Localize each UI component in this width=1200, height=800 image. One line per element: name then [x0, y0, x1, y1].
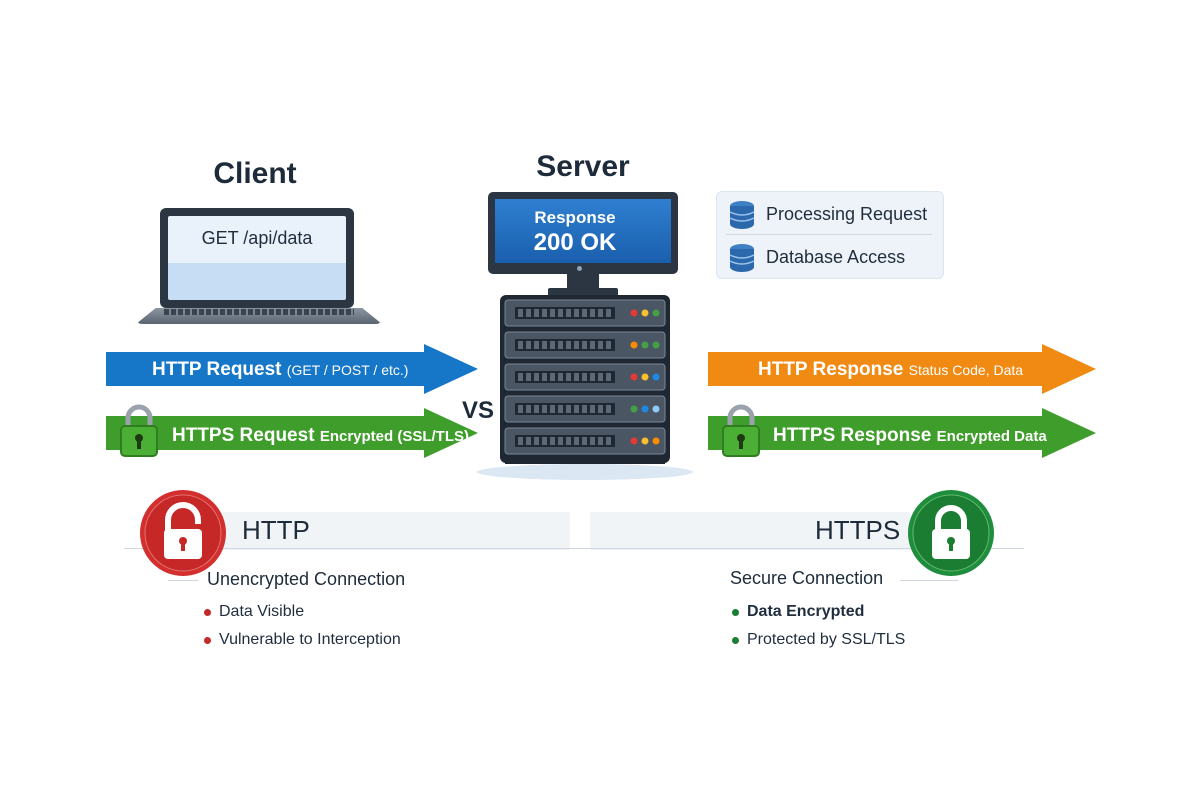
https-bullet: Protected by SSL/TLS: [732, 631, 905, 649]
unlocked-padlock-icon: [140, 490, 226, 576]
https-connection-title: Secure Connection: [730, 568, 884, 588]
info-item-processing: Processing Request: [766, 204, 928, 224]
http-connection-title: Unencrypted Connection: [207, 569, 406, 589]
padlock-icon: [120, 404, 158, 457]
arrow-shape: [708, 408, 1096, 458]
arrow-shape: [106, 408, 478, 458]
server-response-label: Response: [534, 208, 616, 227]
http-band: [200, 512, 570, 550]
https-request-label: HTTPS Request Encrypted (SSL/TLS): [172, 425, 469, 446]
https-label: HTTPS: [815, 515, 901, 545]
client-title: Client: [213, 157, 297, 190]
locked-padlock-icon: [908, 490, 994, 576]
server-title: Server: [536, 150, 630, 183]
database-icon: [729, 244, 755, 272]
server-rack-icon: [477, 295, 693, 480]
arrow-shape: [708, 344, 1096, 394]
database-icon: [729, 201, 755, 229]
server-status-text: 200 OK: [533, 229, 617, 256]
http-response-arrow: [708, 344, 1096, 394]
http-label: HTTP: [242, 515, 310, 545]
https-bullet: Data Encrypted: [732, 603, 864, 621]
https-band: [590, 512, 910, 550]
https-response-arrow: [708, 408, 1096, 458]
https-response-label: HTTPS Response Encrypted Data: [773, 425, 1047, 446]
http-bullet: Data Visible: [204, 603, 304, 621]
http-bullet: Vulnerable to Interception: [204, 631, 401, 649]
https-request-arrow: [106, 408, 478, 458]
http-request-arrow: [106, 344, 478, 394]
http-request-label: HTTP Request (GET / POST / etc.): [152, 359, 409, 380]
arrow-shape: [106, 344, 478, 394]
padlock-icon: [722, 404, 760, 457]
client-request-text: GET /api/data: [201, 228, 313, 248]
http-response-label: HTTP Response Status Code, Data: [758, 359, 1024, 380]
vs-label: VS: [462, 397, 495, 424]
info-item-database: Database Access: [766, 247, 906, 267]
